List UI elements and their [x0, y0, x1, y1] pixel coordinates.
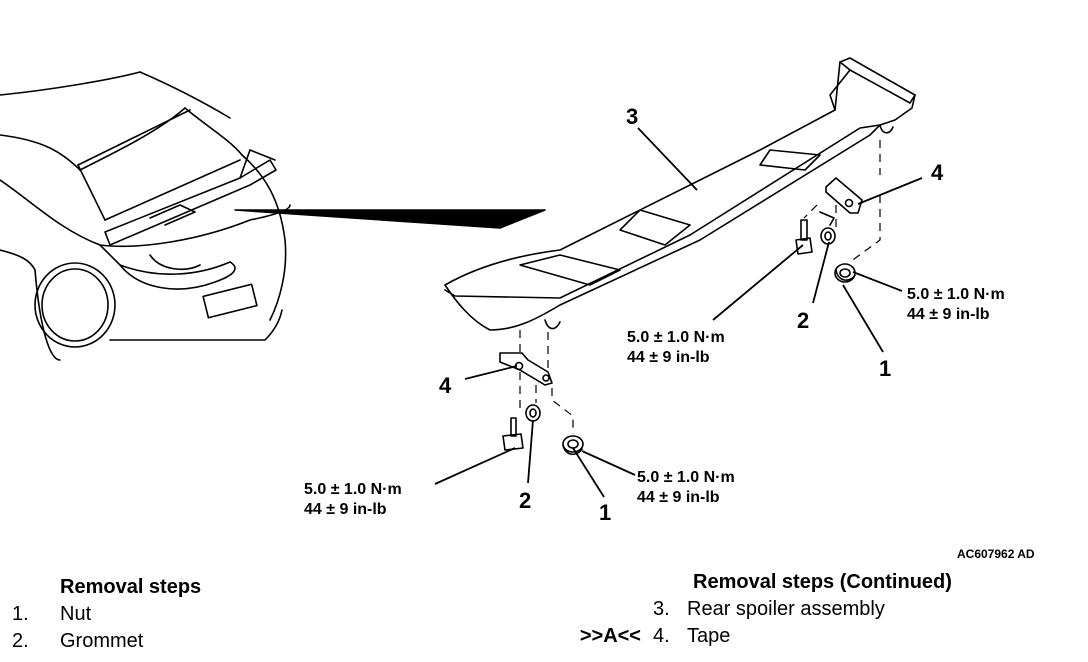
callout-2-right: 2 — [797, 308, 809, 333]
torque-spec-bolt-left-inlb: 44 ± 9 in-lb — [304, 501, 387, 518]
rear-spoiler-assembly — [444, 57, 916, 331]
torque-spec-nut-left: 5.0 ± 1.0 N·m — [637, 469, 735, 486]
removal-steps-title: Removal steps — [60, 576, 202, 598]
callout-2-left: 2 — [519, 488, 531, 513]
right-side-fasteners — [795, 177, 863, 283]
step-label: Rear spoiler assembly — [687, 598, 885, 620]
leader-lines — [434, 127, 923, 498]
callout-1-right: 1 — [879, 356, 891, 381]
torque-spec-nut-left-inlb: 44 ± 9 in-lb — [637, 489, 720, 506]
torque-spec-bolt-right-inlb: 44 ± 9 in-lb — [627, 349, 710, 366]
left-side-fasteners — [499, 352, 584, 455]
step-label: Grommet — [60, 630, 144, 652]
list-item: 1. Nut — [12, 601, 201, 628]
step-number: 1. — [12, 603, 29, 625]
step-number: 3. — [653, 598, 670, 620]
step-number: 4. — [653, 625, 670, 647]
removal-steps-continued-title: Removal steps (Continued) — [693, 571, 952, 593]
pointer-arrow — [234, 209, 546, 229]
torque-spec-bolt-left: 5.0 ± 1.0 N·m — [304, 481, 402, 498]
car-rear-illustration — [0, 71, 291, 361]
callout-1-left: 1 — [599, 500, 611, 525]
step-label: Tape — [687, 625, 731, 647]
step-number: 2. — [12, 630, 29, 652]
callout-4-left: 4 — [439, 373, 452, 398]
list-item: 3. Rear spoiler assembly — [563, 596, 952, 623]
torque-spec-nut-right: 5.0 ± 1.0 N·m — [907, 286, 1005, 303]
step-label: Nut — [60, 603, 92, 625]
alignment-lines — [519, 140, 881, 434]
list-item: >>A<< 4. Tape — [563, 623, 952, 650]
callout-4-right: 4 — [931, 160, 944, 185]
figure-id: AC607962 AD — [957, 547, 1035, 561]
removal-steps: Removal steps 1. Nut 2. Grommet — [12, 574, 201, 655]
step-reference-mark: >>A<< — [579, 625, 641, 647]
callout-3: 3 — [626, 104, 638, 129]
torque-spec-bolt-right: 5.0 ± 1.0 N·m — [627, 329, 725, 346]
removal-steps-continued: Removal steps (Continued) 3. Rear spoile… — [563, 569, 952, 650]
torque-spec-nut-right-inlb: 44 ± 9 in-lb — [907, 306, 990, 323]
list-item: 2. Grommet — [12, 628, 201, 655]
